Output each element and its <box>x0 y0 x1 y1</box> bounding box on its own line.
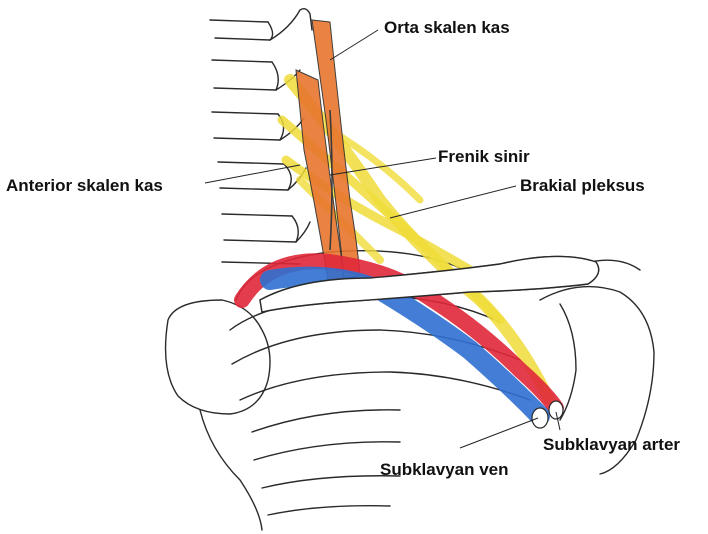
label-phrenic-nerve: Frenik sinir <box>438 148 530 165</box>
label-subclavian-vein: Subklavyan ven <box>380 461 509 478</box>
label-brachial-plexus: Brakial pleksus <box>520 177 645 194</box>
label-subclavian-artery: Subklavyan arter <box>543 436 680 453</box>
label-middle-scalene: Orta skalen kas <box>384 19 510 36</box>
sternum <box>166 300 270 414</box>
label-anterior-scalene: Anterior skalen kas <box>6 177 163 194</box>
